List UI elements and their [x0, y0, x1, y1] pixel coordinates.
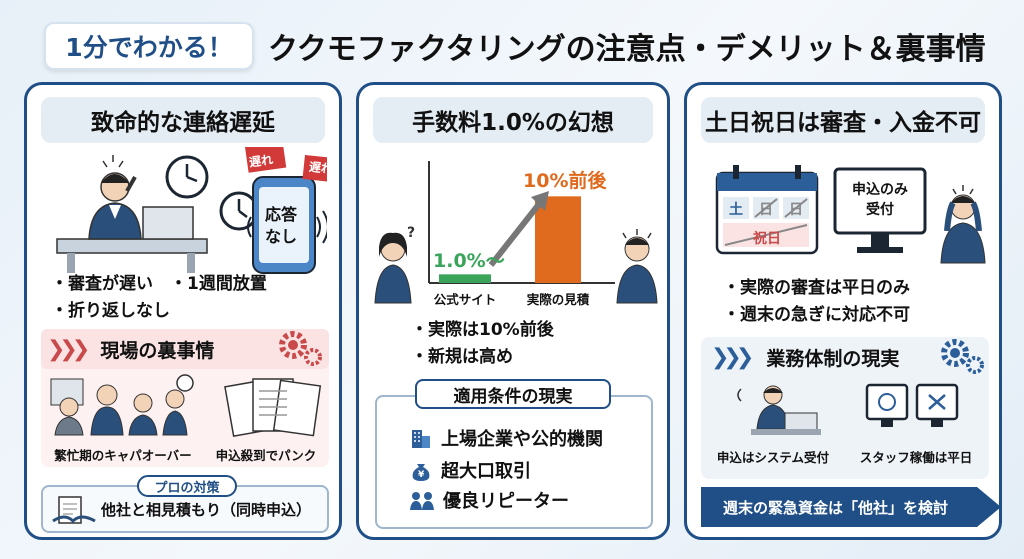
- calendar-holiday: 祝日: [753, 231, 781, 247]
- data-label: 1.0%～: [433, 250, 505, 273]
- panel-title: 土日祝日は審査・入金不可: [701, 97, 985, 143]
- svg-text:¥: ¥: [418, 470, 425, 480]
- phone-text: 応答: [265, 205, 298, 224]
- panel-contact-delay: 致命的な連絡遅延 遅れ 遅れ 応答 なし ・審査が遅い ・1週間放置 ・折り返し: [24, 82, 342, 540]
- delay-tag: 遅れ: [248, 152, 274, 170]
- caption: 申込はシステム受付: [716, 450, 830, 465]
- handshake-documents-icon: [52, 496, 96, 524]
- monitor-text: 受付: [866, 202, 894, 218]
- conditions-label: 適用条件の現実: [415, 379, 611, 409]
- delay-tag: 遅れ: [308, 159, 334, 177]
- bullet-list: ・実際の審査は平日のみ ・週末の急ぎに対応不可: [723, 275, 910, 329]
- subsection-header: ❯❯❯ 業務体制の現実: [711, 337, 899, 377]
- bullet-list: ・実際は10%前後 ・新規は高め: [411, 317, 554, 371]
- chevron-icon: ❯❯❯: [711, 344, 754, 370]
- panel-title: 手数料1.0%の幻想: [373, 97, 653, 143]
- fee-chart: [428, 161, 615, 284]
- condition-item: ¥ 超大口取引: [409, 457, 531, 483]
- bullet-item: ・折り返しなし: [51, 301, 170, 321]
- svg-text:?: ?: [407, 225, 415, 241]
- bar-1: [535, 196, 581, 283]
- increase-arrow: [488, 197, 546, 267]
- subsection-header: ❯❯❯ 現場の裏事情: [47, 329, 214, 369]
- condition-text: 上場企業や公的機関: [441, 429, 603, 450]
- data-label: 10%前後: [523, 170, 607, 193]
- pro-tip-text: 他社と相見積もり（同時申込）: [101, 501, 312, 519]
- money-bag-icon: ¥: [412, 464, 430, 481]
- panel-weekend-closed: 土日祝日は審査・入金不可 土 日 日 祝日 申込のみ 受付 ・実際の審査は平日の…: [684, 82, 1002, 540]
- monitor-text: 申込のみ: [852, 182, 908, 198]
- header-badge: 1分でわかる！: [44, 22, 254, 70]
- bullet-list: ・審査が遅い ・1週間放置 ・折り返しなし: [51, 271, 267, 325]
- subsection-title: 現場の裏事情: [100, 339, 215, 362]
- calendar-day: 日: [789, 202, 803, 218]
- category-label: 実際の見積: [526, 292, 590, 307]
- category-label: 公式サイト: [433, 292, 497, 307]
- chevron-icon: ❯❯❯: [47, 336, 90, 362]
- calendar-day: 土: [729, 202, 743, 218]
- condition-text: 優良リピーター: [443, 491, 569, 512]
- phone-text: なし: [265, 227, 298, 246]
- gear-icon: [941, 339, 984, 374]
- increase-arrow-head: [531, 191, 549, 211]
- caption: 申込殺到でパンク: [215, 448, 317, 463]
- bullet-item: ・実際は10%前後: [411, 320, 554, 340]
- condition-text: 超大口取引: [441, 461, 531, 482]
- delay-illustration: [56, 147, 327, 274]
- calendar-day: 日: [759, 202, 773, 218]
- building-icon: [412, 430, 430, 448]
- bullet-item: ・週末の急ぎに対応不可: [723, 305, 910, 325]
- caption: 繁忙期のキャパオーバー: [54, 448, 192, 463]
- bullet-item: ・審査が遅い ・1週間放置: [51, 274, 267, 294]
- calendar-icon: [715, 165, 819, 255]
- system-reception-icon: [737, 385, 821, 435]
- pro-tip-label: プロの対策: [137, 475, 237, 497]
- people-icon: [410, 492, 434, 510]
- bar-0: [439, 274, 491, 283]
- panel-title: 致命的な連絡遅延: [41, 97, 325, 143]
- gear-icon: [279, 331, 322, 366]
- panel-fee-illusion: 手数料1.0%の幻想 ? ・実際は10%前後 ・新規は高め 適用条件の現実 上場…: [356, 82, 670, 540]
- bullet-item: ・新規は高め: [411, 347, 513, 367]
- busy-staff-illustration: [50, 374, 194, 436]
- condition-item: 上場企業や公的機関: [409, 425, 603, 451]
- monitor-icon: [833, 167, 927, 253]
- caption: スタッフ稼働は平日: [859, 450, 973, 465]
- bullet-item: ・実際の審査は平日のみ: [723, 278, 910, 298]
- documents-icon: [224, 378, 322, 437]
- subsection-title: 業務体制の現実: [766, 347, 900, 370]
- headache-man-icon: [940, 185, 986, 264]
- recommendation-banner: 週末の緊急資金は「他社」を検討: [701, 487, 1001, 527]
- worried-woman-icon: ?: [374, 225, 415, 304]
- offline-monitors-icon: [865, 383, 959, 427]
- page-title: ククモファクタリングの注意点・デメリット＆裏事情: [268, 32, 986, 67]
- surprised-man-icon: [616, 229, 658, 304]
- condition-item: 優良リピーター: [409, 487, 569, 513]
